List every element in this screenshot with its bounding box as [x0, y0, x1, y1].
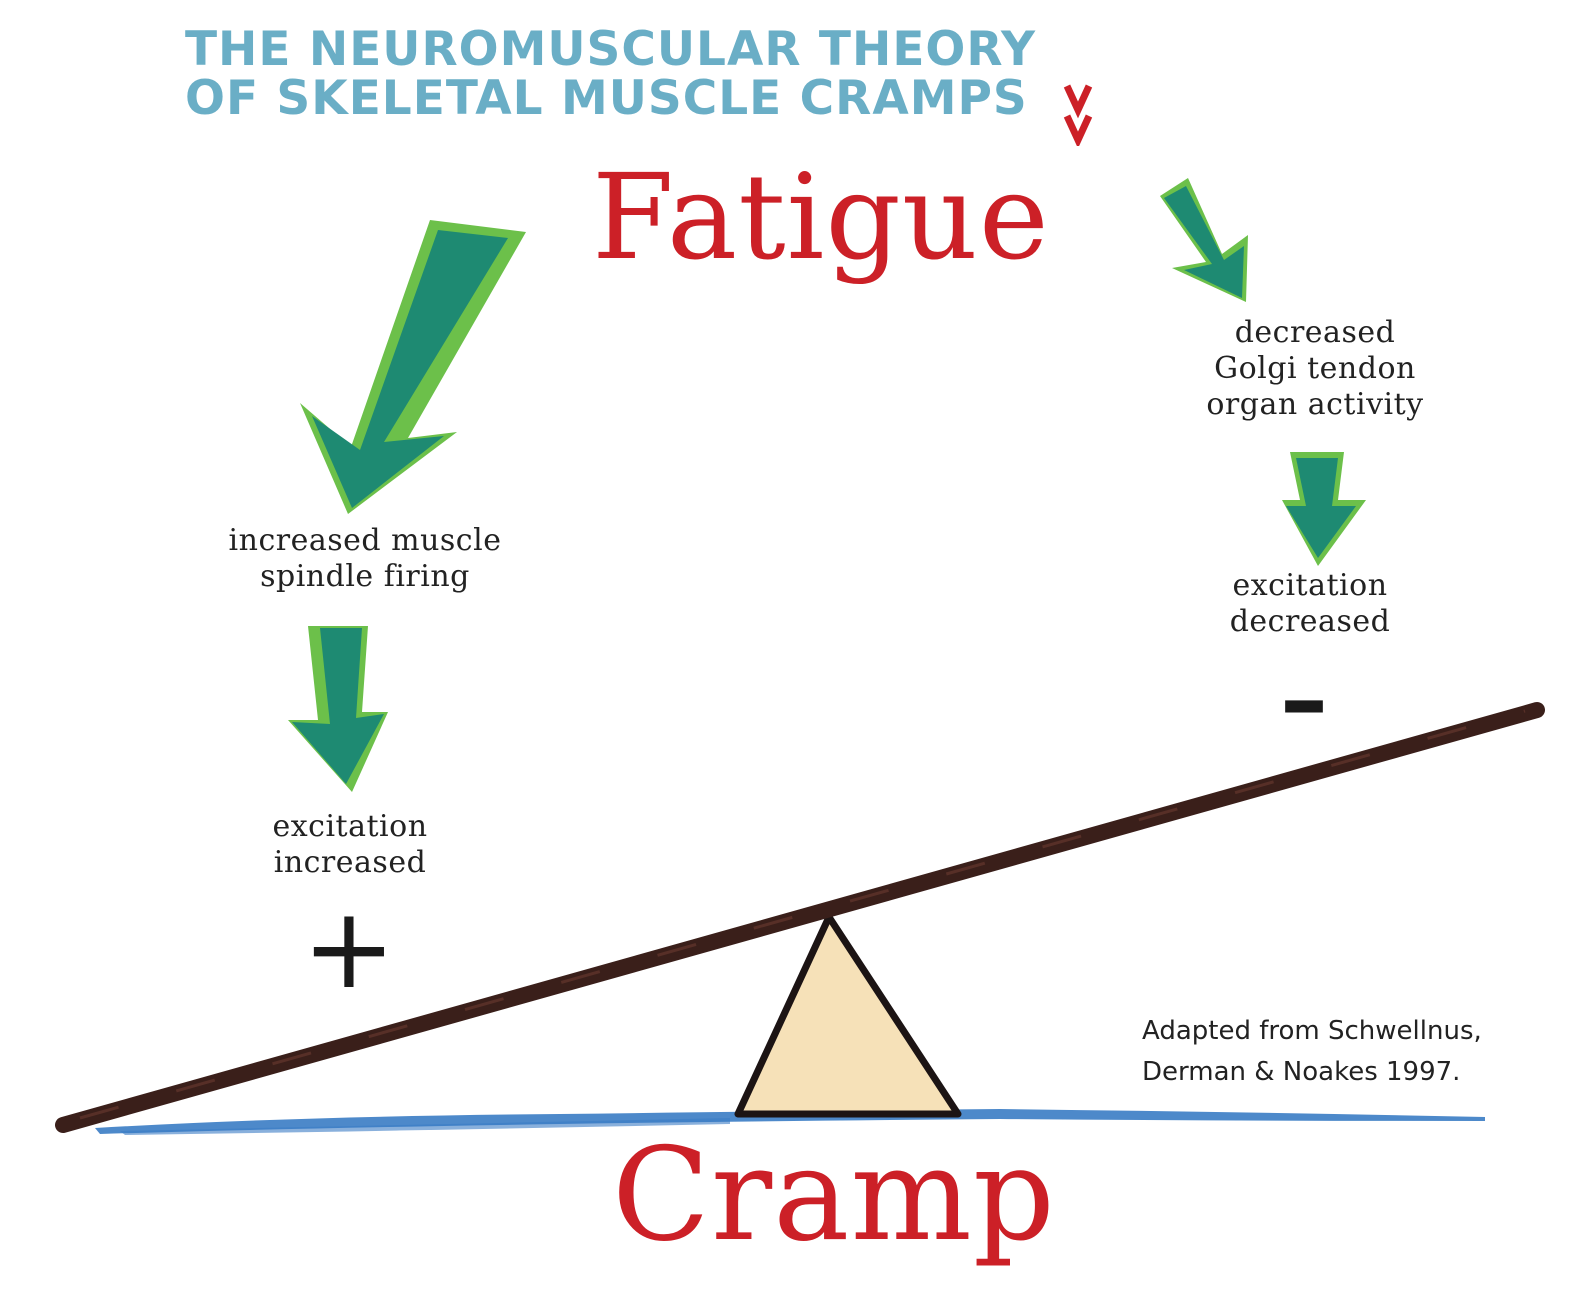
seesaw-beam [55, 702, 1545, 1133]
excitation-decreased-line-2: decreased [1229, 604, 1391, 639]
title-line-2: OF SKELETAL MUSCLE CRAMPS [185, 71, 1028, 126]
arrow-fatigue-to-spindle [300, 220, 526, 514]
arrow-spindle-to-excitation [288, 626, 388, 792]
arrow-fatigue-to-golgi [1160, 178, 1248, 302]
minus-sign: – [1280, 644, 1328, 756]
golgi-tendon-line-1: decreased [1234, 315, 1396, 350]
excitation-decreased-label: excitation decreased [1195, 568, 1425, 640]
arrow-golgi-to-excitation [1282, 452, 1366, 566]
spindle-firing-line-2: spindle firing [260, 559, 470, 594]
ground-line [95, 1109, 1485, 1134]
golgi-tendon-label: decreased Golgi tendon organ activity [1180, 315, 1450, 423]
excitation-increased-line-1: excitation [272, 809, 428, 844]
fatigue-heading: Fatigue [592, 148, 1050, 286]
golgi-tendon-line-2: Golgi tendon [1214, 351, 1416, 386]
cramp-heading: Cramp [612, 1121, 1056, 1270]
chevron-down-icon [1063, 84, 1093, 146]
plus-sign: + [302, 884, 396, 1014]
spindle-firing-line-1: increased muscle [228, 523, 502, 558]
golgi-tendon-line-3: organ activity [1206, 387, 1424, 422]
spindle-firing-label: increased muscle spindle firing [205, 523, 525, 595]
down-arrow-icon [312, 230, 508, 508]
down-arrow-icon [1164, 186, 1244, 298]
excitation-increased-label: excitation increased [230, 809, 470, 881]
excitation-decreased-line-1: excitation [1232, 568, 1388, 603]
down-arrow-icon [1286, 458, 1356, 558]
excitation-increased-line-2: increased [273, 845, 427, 880]
triangle-fulcrum [734, 913, 962, 1118]
source-credit-line-2: Derman & Noakes 1997. [1142, 1057, 1461, 1087]
title-line-1: THE NEUROMUSCULAR THEORY [185, 22, 1037, 77]
ground-shadow [120, 1118, 730, 1135]
source-credit-line-1: Adapted from Schwellnus, [1142, 1016, 1482, 1046]
source-credit: Adapted from Schwellnus, Derman & Noakes… [1142, 1011, 1482, 1093]
down-arrow-icon [292, 628, 384, 784]
